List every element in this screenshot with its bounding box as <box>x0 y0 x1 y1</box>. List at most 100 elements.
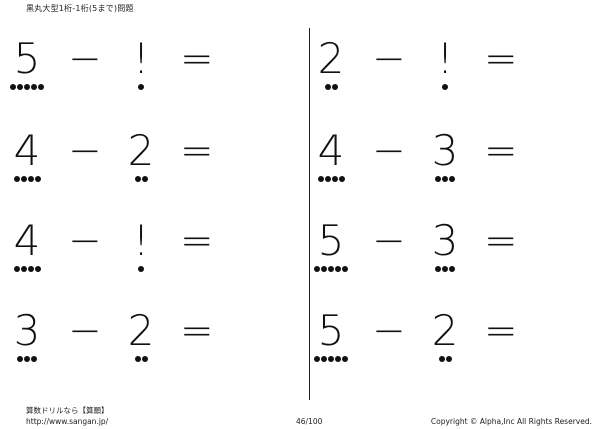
equals-sign: = <box>484 36 518 82</box>
minus-sign: − <box>372 218 406 264</box>
minus-sign: − <box>68 128 102 174</box>
subtrahend-cell: 3 <box>428 218 462 273</box>
minuend-cell: 5 <box>314 308 348 363</box>
minuend-dot-counter <box>314 84 348 91</box>
counting-dot <box>442 176 448 182</box>
counting-dot <box>31 356 37 362</box>
counting-dot <box>27 176 34 182</box>
minuend-cell: 4 <box>10 128 44 183</box>
subtrahend-number: 2 <box>431 306 459 355</box>
minuend-number: 5 <box>317 306 345 355</box>
counting-dot <box>134 176 141 182</box>
footer-url[interactable]: http://www.sangan.jp/ <box>26 417 109 426</box>
equals-sign: = <box>484 128 518 174</box>
subtrahend-dot-counter <box>124 266 158 273</box>
counting-dot <box>321 356 327 362</box>
subtrahend-cell: 2 <box>124 128 158 183</box>
footer-brand: 算数ドリルなら【算願】 <box>26 406 109 415</box>
counting-dot <box>445 356 452 362</box>
footer-brand-block: 算数ドリルなら【算願】 http://www.sangan.jp/ <box>26 405 109 427</box>
minuend-number: 4 <box>13 126 41 175</box>
minuend-number: 4 <box>317 126 345 175</box>
minuend-cell: 5 <box>314 218 348 273</box>
subtrahend-number: 3 <box>431 126 459 175</box>
subtrahend-cell: 3 <box>428 128 462 183</box>
counting-dot <box>13 176 20 182</box>
minuend-cell: 5 <box>10 36 44 91</box>
subtrahend-dot-counter <box>124 356 158 363</box>
subtrahend-cell: ! <box>124 218 158 273</box>
counting-dot <box>31 84 37 90</box>
subtrahend-cell: ! <box>124 36 158 91</box>
counting-dot <box>17 356 23 362</box>
minus-sign: − <box>372 308 406 354</box>
counting-dot <box>324 84 331 90</box>
counting-dot <box>342 266 348 272</box>
counting-dot <box>331 84 338 90</box>
subtrahend-cell: 2 <box>124 308 158 363</box>
counting-dot <box>17 84 23 90</box>
subtrahend-dot-counter <box>124 84 158 91</box>
equals-sign: = <box>484 308 518 354</box>
subtrahend-dot-counter <box>428 84 462 91</box>
equals-sign: = <box>180 218 214 264</box>
minuend-dot-counter <box>10 176 44 183</box>
minuend-dot-counter <box>314 356 348 363</box>
subtrahend-number: ! <box>132 34 150 83</box>
minuend-cell: 4 <box>10 218 44 273</box>
equals-sign: = <box>180 36 214 82</box>
subtrahend-cell: 2 <box>428 308 462 363</box>
counting-dot <box>342 356 348 362</box>
problem-4: 4−3 = <box>314 128 574 198</box>
subtrahend-cell: ! <box>428 36 462 91</box>
problem-2: 2−!= <box>314 36 574 106</box>
subtrahend-dot-counter <box>428 266 462 273</box>
counting-dot <box>141 356 148 362</box>
counting-dot <box>335 266 341 272</box>
subtrahend-number: ! <box>436 34 454 83</box>
counting-dot <box>10 84 16 90</box>
minuend-number: 4 <box>13 216 41 265</box>
counting-dot <box>321 266 327 272</box>
minuend-dot-counter <box>314 176 348 183</box>
page-title: 黒丸大型1桁-1桁(5まで)問題 <box>26 4 134 13</box>
counting-dot <box>328 356 334 362</box>
minuend-cell: 3 <box>10 308 44 363</box>
counting-dot <box>335 356 341 362</box>
problem-6: 5−3= <box>314 218 574 288</box>
counting-dot <box>20 176 27 182</box>
subtrahend-dot-counter <box>428 176 462 183</box>
counting-dot <box>331 176 338 182</box>
minus-sign: − <box>68 308 102 354</box>
minuend-number: 5 <box>317 216 345 265</box>
minuend-dot-counter <box>10 266 44 273</box>
problem-1: 5−! = <box>10 36 270 106</box>
subtrahend-dot-counter <box>428 356 462 363</box>
minus-sign: − <box>372 128 406 174</box>
subtrahend-number: 2 <box>127 306 155 355</box>
subtrahend-number: 2 <box>127 126 155 175</box>
counting-dot <box>34 176 41 182</box>
minuend-dot-counter <box>10 84 44 91</box>
problem-3: 4−2= <box>10 128 270 198</box>
counting-dot <box>435 176 441 182</box>
subtrahend-dot-counter <box>124 176 158 183</box>
counting-dot <box>314 356 320 362</box>
counting-dot <box>13 266 20 272</box>
minuend-cell: 2 <box>314 36 348 91</box>
minus-sign: − <box>68 218 102 264</box>
minuend-number: 5 <box>13 34 41 83</box>
counting-dot <box>38 84 44 90</box>
counting-dot <box>138 266 144 272</box>
problem-5: 4−! = <box>10 218 270 288</box>
counting-dot <box>134 356 141 362</box>
counting-dot <box>438 356 445 362</box>
counting-dot <box>449 266 455 272</box>
minus-sign: − <box>68 36 102 82</box>
minuend-dot-counter <box>10 356 44 363</box>
copyright: Copyright © Alpha,Inc All Rights Reserve… <box>430 417 592 426</box>
problem-7: 3−2= <box>10 308 270 378</box>
counting-dot <box>435 266 441 272</box>
counting-dot <box>442 266 448 272</box>
subtrahend-number: 3 <box>431 216 459 265</box>
